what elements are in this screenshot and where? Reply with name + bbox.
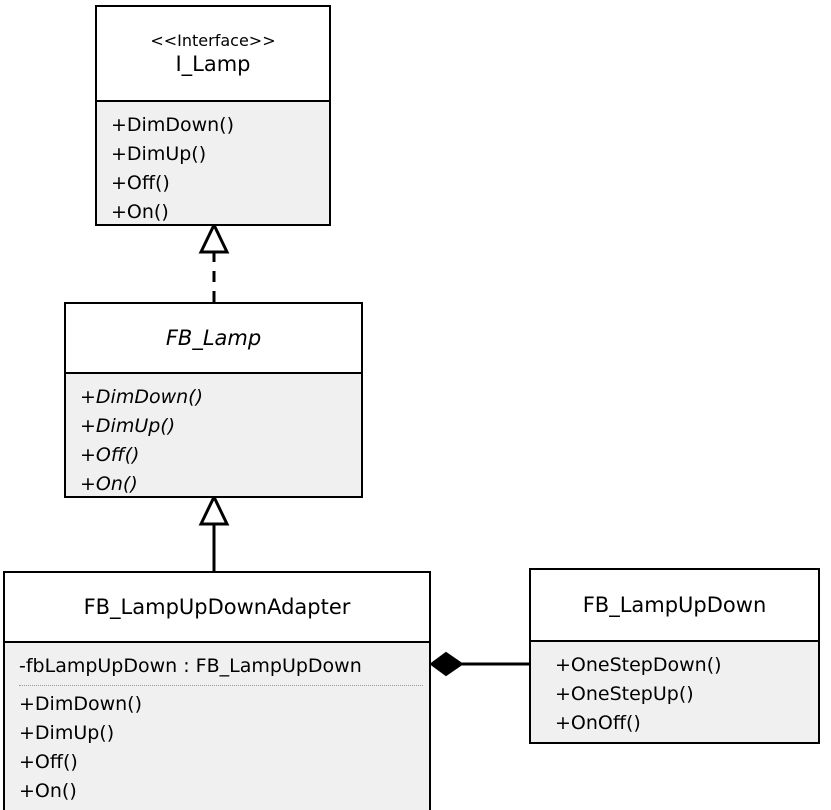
operation-item: +DimUp() [19, 722, 115, 744]
class-name: I_Lamp [175, 51, 251, 76]
operation-item: +DimDown() [19, 693, 142, 715]
composition-adapter-updown-connector [429, 651, 529, 677]
operations-compartment-fb-lamp: +DimDown() +DimUp() +Off() +On() [66, 372, 361, 496]
class-name: FB_LampUpDownAdapter [83, 595, 351, 619]
operation-item: +DimUp() [111, 143, 207, 165]
realization-fblamp-ilamp-connector [198, 221, 230, 302]
operation-item: +DimDown() [80, 386, 203, 408]
class-header-i-lamp: <<Interface>> I_Lamp [97, 7, 329, 100]
attribute-operation-divider [19, 685, 423, 686]
operation-item: +Off() [19, 751, 78, 773]
class-header-fb-lamp: FB_Lamp [66, 304, 361, 372]
operation-item: +OneStepDown() [555, 654, 722, 676]
filled-diamond-arrowhead [429, 651, 464, 677]
class-box-i-lamp[interactable]: <<Interface>> I_Lamp +DimDown() +DimUp()… [95, 5, 331, 226]
class-stereotype: <<Interface>> [150, 30, 276, 50]
operation-item: +OnOff() [555, 712, 641, 734]
operations-compartment-fb-lamp-updown: +OneStepDown() +OneStepUp() +OnOff() [531, 640, 818, 742]
class-name: FB_Lamp [165, 326, 262, 350]
operation-item: +Off() [111, 172, 170, 194]
class-header-fb-lamp-updown-adapter: FB_LampUpDownAdapter [5, 573, 429, 641]
members-compartment-fb-lamp-updown-adapter: -fbLampUpDown : FB_LampUpDown +DimDown()… [5, 641, 429, 810]
hollow-triangle-arrowhead [198, 493, 230, 526]
operation-item: +DimDown() [111, 114, 234, 136]
generalization-adapter-fblamp-connector [198, 493, 230, 571]
operation-item: +OneStepUp() [555, 683, 694, 705]
class-box-fb-lamp-updown[interactable]: FB_LampUpDown +OneStepDown() +OneStepUp(… [529, 568, 820, 744]
attribute-item: -fbLampUpDown : FB_LampUpDown [19, 655, 362, 677]
operations-compartment-i-lamp: +DimDown() +DimUp() +Off() +On() [97, 100, 329, 224]
operation-item: +On() [19, 780, 77, 802]
operation-item: +DimUp() [80, 415, 176, 437]
class-box-fb-lamp[interactable]: FB_Lamp +DimDown() +DimUp() +Off() +On() [64, 302, 363, 498]
operation-item: +On() [80, 473, 138, 495]
operation-item: +On() [111, 201, 169, 223]
class-box-fb-lamp-updown-adapter[interactable]: FB_LampUpDownAdapter -fbLampUpDown : FB_… [3, 571, 431, 810]
class-name: FB_LampUpDown [582, 593, 767, 617]
operation-item: +Off() [80, 444, 140, 466]
hollow-triangle-arrowhead [198, 221, 230, 254]
class-header-fb-lamp-updown: FB_LampUpDown [531, 570, 818, 640]
